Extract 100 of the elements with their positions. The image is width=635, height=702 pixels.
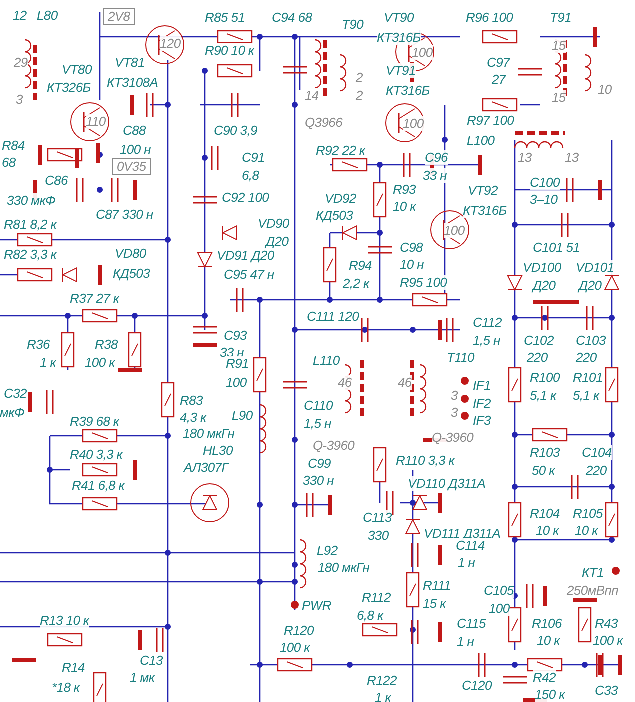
pin-number: 46: [338, 375, 352, 390]
terminal-label: IF2: [473, 396, 491, 411]
component-label: R104: [530, 506, 560, 521]
component-label: С115: [457, 616, 486, 631]
terminal-label: IF3: [473, 413, 491, 428]
component-label: R96 100: [466, 10, 514, 25]
component-label: R100: [530, 370, 560, 385]
component-label: R122: [367, 673, 397, 688]
component-label: Д20: [266, 234, 289, 249]
component-label: КД503: [113, 266, 150, 281]
pin-number: 13: [565, 150, 579, 165]
component-label: R85 51: [205, 10, 246, 25]
component-label: R106: [532, 616, 562, 631]
component-label: R13 10 к: [40, 613, 90, 628]
component-label: 150 к: [535, 687, 565, 702]
component-label: КТ316Б: [377, 30, 421, 45]
pin-number: Q3966: [305, 115, 343, 130]
component-label: R36: [27, 337, 50, 352]
component-label: VT80: [62, 62, 92, 77]
component-label: 3–10: [530, 192, 558, 207]
component-label: R83: [180, 393, 203, 408]
component-label: R111: [423, 578, 451, 593]
component-label: 27: [492, 72, 506, 87]
component-label: 1 мк: [130, 670, 155, 685]
terminal-label: IF1: [473, 378, 491, 393]
component-label: VT92: [468, 183, 498, 198]
component-label: R93: [393, 182, 416, 197]
component-label: 100 н: [120, 142, 151, 157]
pin-number: 15: [552, 38, 566, 53]
component-label: VD100: [523, 260, 562, 275]
component-label: 100 к: [593, 633, 623, 648]
component-label: С88: [123, 123, 146, 138]
component-label: 330: [368, 528, 389, 543]
component-label: С114: [456, 538, 485, 553]
component-label: L80: [37, 8, 58, 23]
component-label: R103: [530, 445, 560, 460]
terminal-label: КТ1: [582, 565, 604, 580]
component-label: С33: [595, 683, 618, 698]
component-label: АЛ307Г: [184, 460, 229, 475]
component-label: 2,2 к: [343, 276, 370, 291]
pin-number: 46: [398, 375, 412, 390]
component-label: VD111 Д311А: [424, 526, 501, 541]
component-label: Д20: [579, 278, 602, 293]
pin-number: 100: [412, 45, 433, 60]
component-label: R120: [284, 623, 314, 638]
component-label: 10 к: [537, 633, 560, 648]
pin-number: 10: [598, 82, 612, 97]
component-label: КД503: [316, 208, 354, 223]
component-label: R43: [595, 616, 618, 631]
pin-number: 250мВпп: [567, 583, 618, 598]
pin-number: 100: [403, 116, 424, 131]
component-label: 10 к: [536, 523, 560, 538]
component-label: R41 6,8 к: [72, 478, 125, 493]
component-label: С102: [524, 333, 554, 348]
pin-number: 110: [86, 114, 106, 129]
component-label: 100: [489, 601, 510, 616]
component-label: R91: [226, 356, 249, 371]
pin-number: Q-3960: [432, 430, 474, 445]
component-label: 1,5 н: [473, 333, 500, 348]
component-label: С32: [4, 386, 27, 401]
component-label: 6,8 к: [357, 608, 384, 623]
pin-number: 2: [356, 88, 363, 103]
component-label: 1 к: [375, 690, 392, 702]
component-label: HL30: [203, 443, 233, 458]
component-label: VD91 Д20: [217, 248, 274, 263]
pin-number: 3: [451, 388, 458, 403]
terminal-label: PWR: [302, 598, 332, 613]
component-label: R112: [362, 590, 391, 605]
component-label: 5,1 к: [573, 388, 600, 403]
component-label: 10 к: [575, 523, 598, 538]
component-label: КТ316Б: [386, 83, 430, 98]
component-label: С93: [224, 328, 247, 343]
component-label: 100 к: [85, 355, 115, 370]
component-label: С91: [242, 150, 265, 165]
component-label: 330 н: [303, 473, 334, 488]
component-label: VD92: [325, 191, 356, 206]
component-label: VT91: [386, 63, 416, 78]
pin-number: 2: [356, 70, 363, 85]
component-label: С94 68: [272, 10, 312, 25]
component-label: С96: [425, 150, 448, 165]
pin-number: 100: [444, 223, 465, 238]
component-label: 1 н: [458, 555, 476, 570]
component-label: С113: [363, 510, 392, 525]
component-label: С103: [576, 333, 606, 348]
component-label: Т110: [447, 350, 474, 365]
component-label: R94: [349, 258, 372, 273]
component-label: С104: [582, 445, 612, 460]
pin-number: 3: [451, 405, 458, 420]
component-label: R92 22 к: [316, 143, 366, 158]
component-label: VD90: [258, 216, 290, 231]
component-label: мкФ: [0, 405, 24, 420]
component-label: С13: [140, 653, 163, 668]
component-label: С111 120: [307, 309, 360, 324]
component-label: С110: [304, 398, 333, 413]
component-label: С105: [484, 583, 514, 598]
component-label: 6,8: [242, 168, 260, 183]
component-label: С120: [462, 678, 492, 693]
component-label: КТ3108А: [107, 75, 158, 90]
component-label: R39 68 к: [70, 414, 120, 429]
component-label: С86: [45, 173, 68, 188]
